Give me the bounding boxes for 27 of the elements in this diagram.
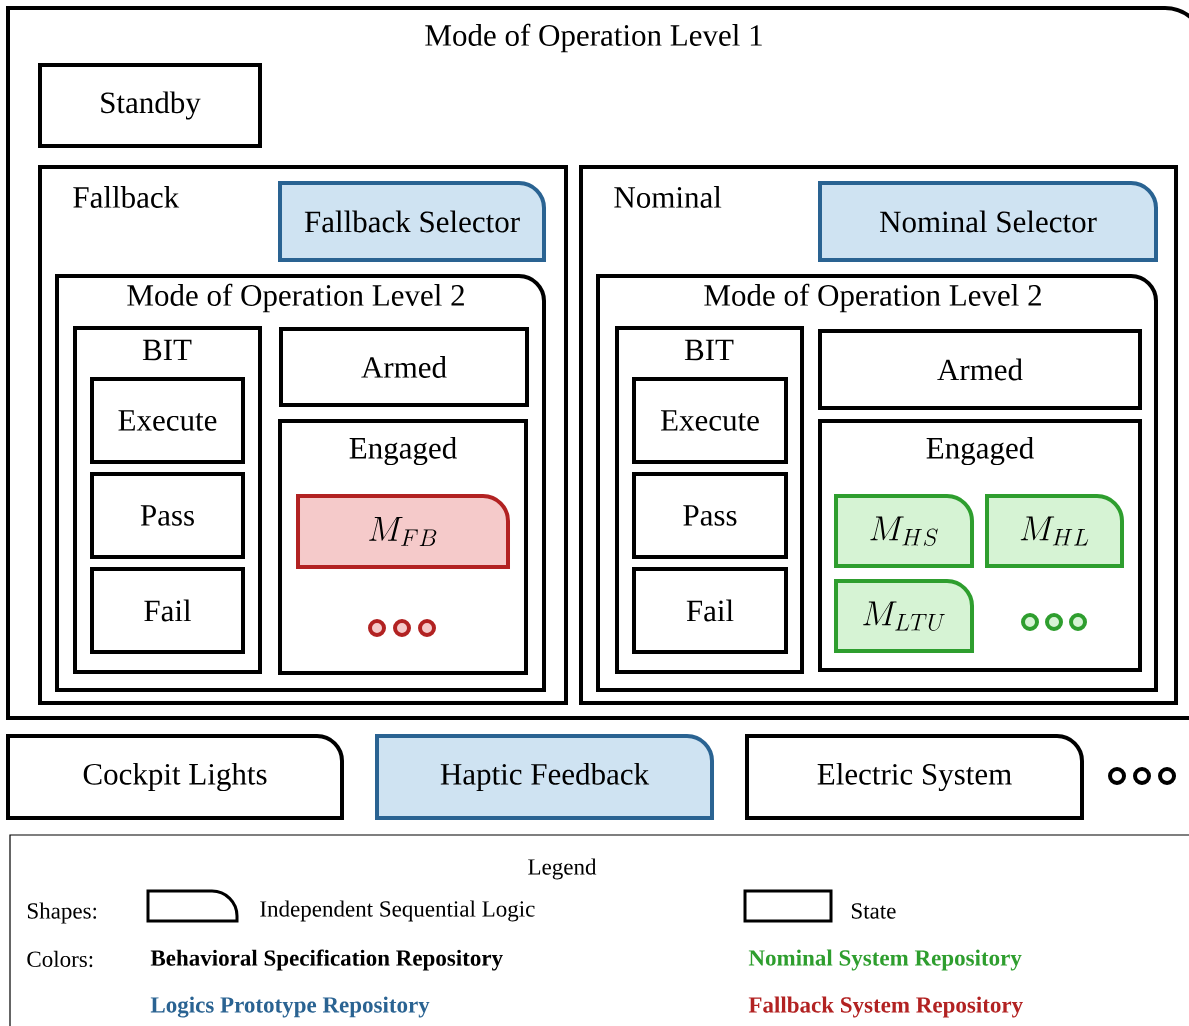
state-box: Fail	[90, 567, 245, 654]
logic-box: $M_{HL}$	[985, 494, 1124, 568]
logic-box: $M_{LTU}$	[834, 579, 974, 653]
logic-box: Nominal Selector	[818, 181, 1158, 262]
state-box: Pass	[90, 472, 245, 559]
state-box: Armed	[279, 327, 529, 407]
logic-box: $M_{HS}$	[834, 494, 974, 568]
colored-legend-label: Logics Prototype Repository	[150, 996, 430, 1018]
state-box: Pass	[632, 472, 788, 559]
logic-box: Fallback Selector	[278, 181, 546, 262]
row-label: Colors:	[27, 950, 93, 968]
logic-box: Cockpit Lights	[6, 734, 344, 820]
state-box: Execute	[90, 377, 245, 464]
state-box: Armed	[818, 329, 1142, 410]
state-box: Execute	[632, 377, 788, 464]
logic-box: Haptic Feedback	[375, 734, 714, 820]
row-label: Shapes:	[27, 902, 97, 924]
logic-box: $M_{FB}$	[296, 494, 510, 569]
legend-title: Legend	[528, 858, 597, 880]
legend-item: Independent Sequential Logic	[146, 889, 535, 923]
colored-legend-label: Behavioral Specification Repository	[150, 949, 503, 971]
colored-legend-label: Fallback System Repository	[748, 996, 1023, 1018]
legend-item: State	[743, 889, 896, 923]
state-box: Fail	[632, 567, 788, 654]
colored-legend-label: Nominal System Repository	[748, 949, 1022, 971]
state-box: Standby	[38, 63, 262, 148]
logic-box: Electric System	[745, 734, 1084, 820]
